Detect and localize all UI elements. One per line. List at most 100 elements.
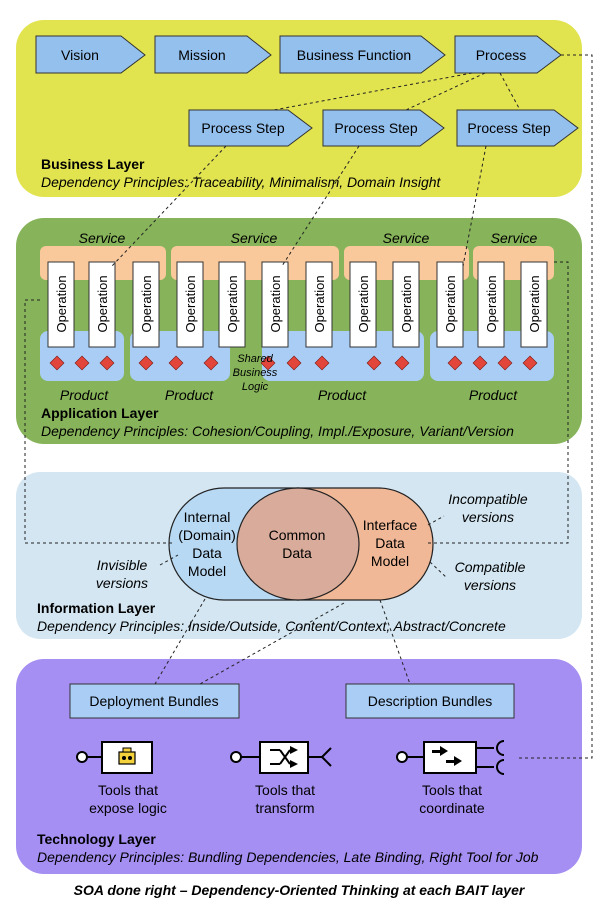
common-data-line-1: Common xyxy=(269,527,326,543)
required-interface-icon xyxy=(496,740,505,756)
process-step-arrow-1[interactable] xyxy=(188,109,313,147)
internal-model-line-3: Data xyxy=(192,545,222,561)
operation-box[interactable] xyxy=(305,261,333,348)
deployment-bundles-box[interactable] xyxy=(69,683,240,719)
operation-box[interactable] xyxy=(477,261,505,348)
expose-logic-tool[interactable] xyxy=(76,741,153,774)
component-diamond xyxy=(99,355,115,371)
component-diamond xyxy=(49,355,65,371)
process-step-arrow-2[interactable] xyxy=(322,109,445,147)
mission-arrow[interactable] xyxy=(154,35,272,74)
operation-label: Operation xyxy=(484,275,499,332)
operation-box[interactable] xyxy=(436,261,464,348)
operation-box[interactable] xyxy=(520,261,548,348)
operation-box[interactable] xyxy=(218,261,246,348)
invisible-versions-line-2: versions xyxy=(96,575,148,591)
vision-arrow[interactable] xyxy=(35,35,146,74)
data-models xyxy=(168,487,434,601)
application-layer-principles: Dependency Principles: Cohesion/Coupling… xyxy=(41,423,514,439)
interface-model-line-1: Interface xyxy=(363,517,418,533)
operation-box[interactable] xyxy=(176,261,204,348)
version-annotation-links xyxy=(159,515,448,579)
component-diamond xyxy=(203,355,219,371)
product-box-3[interactable] xyxy=(262,331,424,381)
product-label-3: Product xyxy=(318,387,367,403)
business-chain: Vision Mission Business Function Process xyxy=(35,35,562,74)
coordinate-tool[interactable] xyxy=(396,740,505,775)
business-function-arrow[interactable] xyxy=(279,35,446,74)
operation-label: Operation xyxy=(183,275,198,332)
operation-box[interactable] xyxy=(349,261,377,348)
service-label-3: Service xyxy=(383,230,430,246)
service-label-2: Service xyxy=(231,230,278,246)
interface-model-line-2: Data xyxy=(375,535,405,551)
service-label-4: Service xyxy=(491,230,538,246)
common-data[interactable] xyxy=(236,487,360,601)
incompatible-versions-line-1: Incompatible xyxy=(448,491,528,507)
provided-interface-icon xyxy=(396,751,408,763)
vision-label: Vision xyxy=(61,47,99,63)
component-diamond xyxy=(394,355,410,371)
internal-model-line-4: Model xyxy=(188,563,226,579)
tool2-line-2: transform xyxy=(255,800,314,816)
application-layer-title: Application Layer xyxy=(41,405,159,421)
operation-box[interactable] xyxy=(88,261,116,348)
shared-logic-line-3: Logic xyxy=(242,381,269,393)
operation-label: Operation xyxy=(527,275,542,332)
common-data-line-2: Data xyxy=(282,545,312,561)
component-diamond xyxy=(366,355,382,371)
shared-logic-line-2: Business xyxy=(233,367,278,379)
transform-tool[interactable] xyxy=(230,741,332,774)
operation-box[interactable] xyxy=(261,261,289,348)
operation-box[interactable] xyxy=(392,261,420,348)
service-box-2[interactable] xyxy=(171,246,339,280)
component-diamond xyxy=(314,355,330,371)
operation-label: Operation xyxy=(268,275,283,332)
tool1-line-2: expose logic xyxy=(89,800,167,816)
information-layer-title: Information Layer xyxy=(37,600,156,616)
mission-label: Mission xyxy=(178,47,225,63)
required-interface-icon xyxy=(320,747,332,767)
description-bundles-label: Description Bundles xyxy=(368,693,493,709)
deployment-bundles-label: Deployment Bundles xyxy=(89,693,218,709)
process-step-label-3: Process Step xyxy=(467,120,550,136)
component-diamond xyxy=(472,355,488,371)
business-layer-principles: Dependency Principles: Traceability, Min… xyxy=(41,174,442,190)
component-diamond xyxy=(522,355,538,371)
shared-logic-line-1: Shared xyxy=(237,353,273,365)
operation-label: Operation xyxy=(443,275,458,332)
operation-box[interactable] xyxy=(132,261,160,348)
cross-layer-links xyxy=(24,54,593,759)
robot-icon xyxy=(118,747,136,765)
compatible-versions-line-2: versions xyxy=(464,577,516,593)
process-step-arrow-3[interactable] xyxy=(456,109,579,147)
operation-box[interactable] xyxy=(47,261,75,348)
internal-model-line-1: Internal xyxy=(184,509,231,525)
operations: Operation Operation Operation Operation Oper… xyxy=(47,261,548,348)
tool3-line-1: Tools that xyxy=(422,782,482,798)
product-label-4: Product xyxy=(469,387,518,403)
provided-interface-icon xyxy=(230,751,242,763)
provided-interface-icon xyxy=(76,751,88,763)
component-diamond xyxy=(497,355,513,371)
component-diamond xyxy=(260,355,276,371)
compatible-versions-line-1: Compatible xyxy=(455,559,526,575)
process-step-links xyxy=(273,72,521,111)
operation-label: Operation xyxy=(139,275,154,332)
internal-model-line-2: (Domain) xyxy=(178,527,236,543)
technology-layer-title: Technology Layer xyxy=(37,831,156,847)
process-arrow[interactable] xyxy=(454,35,562,74)
operation-label: Operation xyxy=(312,275,327,332)
description-bundles-box[interactable] xyxy=(345,683,515,719)
invisible-versions-line-1: Invisible xyxy=(97,557,148,573)
incompatible-versions-line-2: versions xyxy=(462,509,514,525)
crossing-arrows-icon xyxy=(270,746,298,768)
interface-model-line-3: Model xyxy=(371,553,409,569)
operation-label: Operation xyxy=(356,275,371,332)
tool2-line-1: Tools that xyxy=(255,782,315,798)
component-diamond xyxy=(168,355,184,371)
operation-label: Operation xyxy=(95,275,110,332)
diagram-caption: SOA done right – Dependency-Oriented Thi… xyxy=(74,882,526,898)
operation-label: Operation xyxy=(225,275,240,332)
